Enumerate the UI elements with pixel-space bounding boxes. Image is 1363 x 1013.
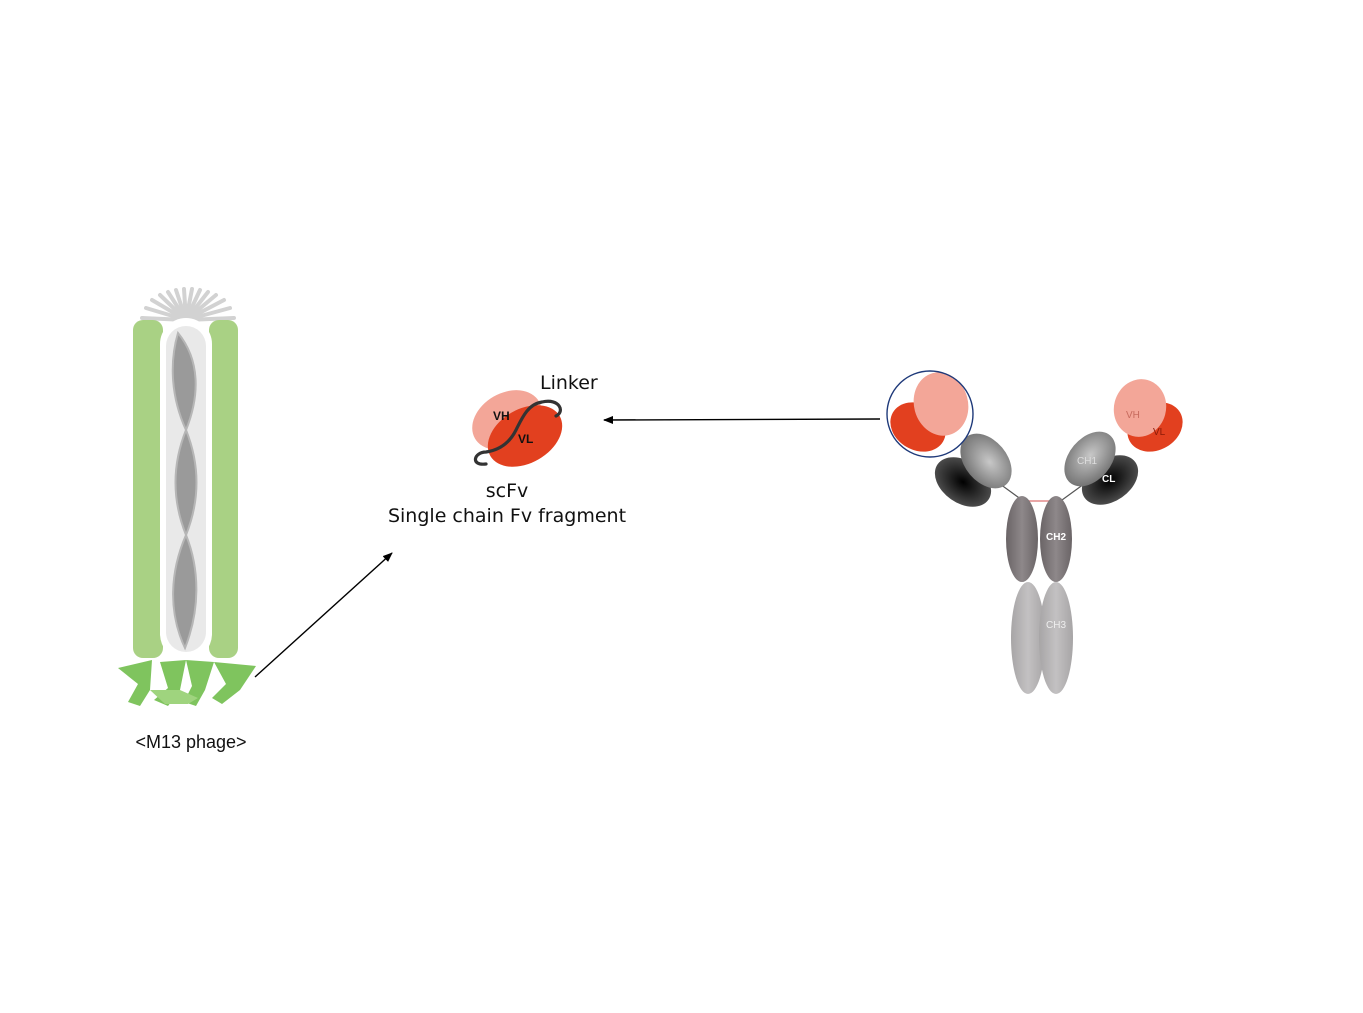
arrow-antibody-to-scfv: [603, 415, 881, 424]
antibody-ch3-label: CH3: [1046, 620, 1066, 631]
arrow-phage-to-scfv: [254, 552, 393, 678]
phage-coat-right: [209, 320, 238, 658]
antibody-ch2-left: [1006, 496, 1038, 582]
antibody-hinge: [999, 483, 1085, 502]
phage-crown-proteins: [140, 287, 236, 322]
antibody-vl-label: VL: [1153, 427, 1166, 438]
antibody-right-vh: [1113, 379, 1167, 437]
scfv-title: scFv: [486, 480, 529, 502]
antibody-highlight-circle: [886, 370, 974, 458]
antibody-left-vh: [913, 372, 969, 436]
scfv-fragment: VH VL Linker scFv Single chain Fv fragme…: [388, 372, 626, 527]
antibody-left-ch1: [960, 433, 1012, 489]
m13-phage: <M13 phage>: [118, 287, 256, 752]
scfv-vl-domain: [487, 405, 563, 467]
antibody-ch3-left: [1011, 582, 1045, 694]
phage-tail-proteins: [118, 660, 256, 706]
scfv-vh-label: VH: [493, 409, 510, 423]
antibody-ch1-label: CH1: [1077, 456, 1097, 467]
phage-coat-left: [133, 320, 163, 658]
phage-dna-helix: [171, 330, 198, 651]
antibody-ch3-right: [1039, 582, 1073, 694]
antibody-right-ch1: [1064, 431, 1116, 487]
antibody-vh-label: VH: [1126, 410, 1140, 421]
antibody-cl-label: CL: [1102, 474, 1115, 485]
antibody-ch2-label: CH2: [1046, 532, 1066, 543]
scfv-vl-label: VL: [518, 432, 533, 446]
scfv-subtitle: Single chain Fv fragment: [388, 505, 626, 527]
scfv-linker-label: Linker: [540, 372, 598, 394]
phage-caption: <M13 phage>: [135, 732, 246, 752]
scfv-linker: [473, 399, 562, 466]
antibody-igg: VH VL CH1 CL CH2 CH3: [886, 370, 1183, 694]
antibody-ch2-right: [1040, 496, 1072, 582]
